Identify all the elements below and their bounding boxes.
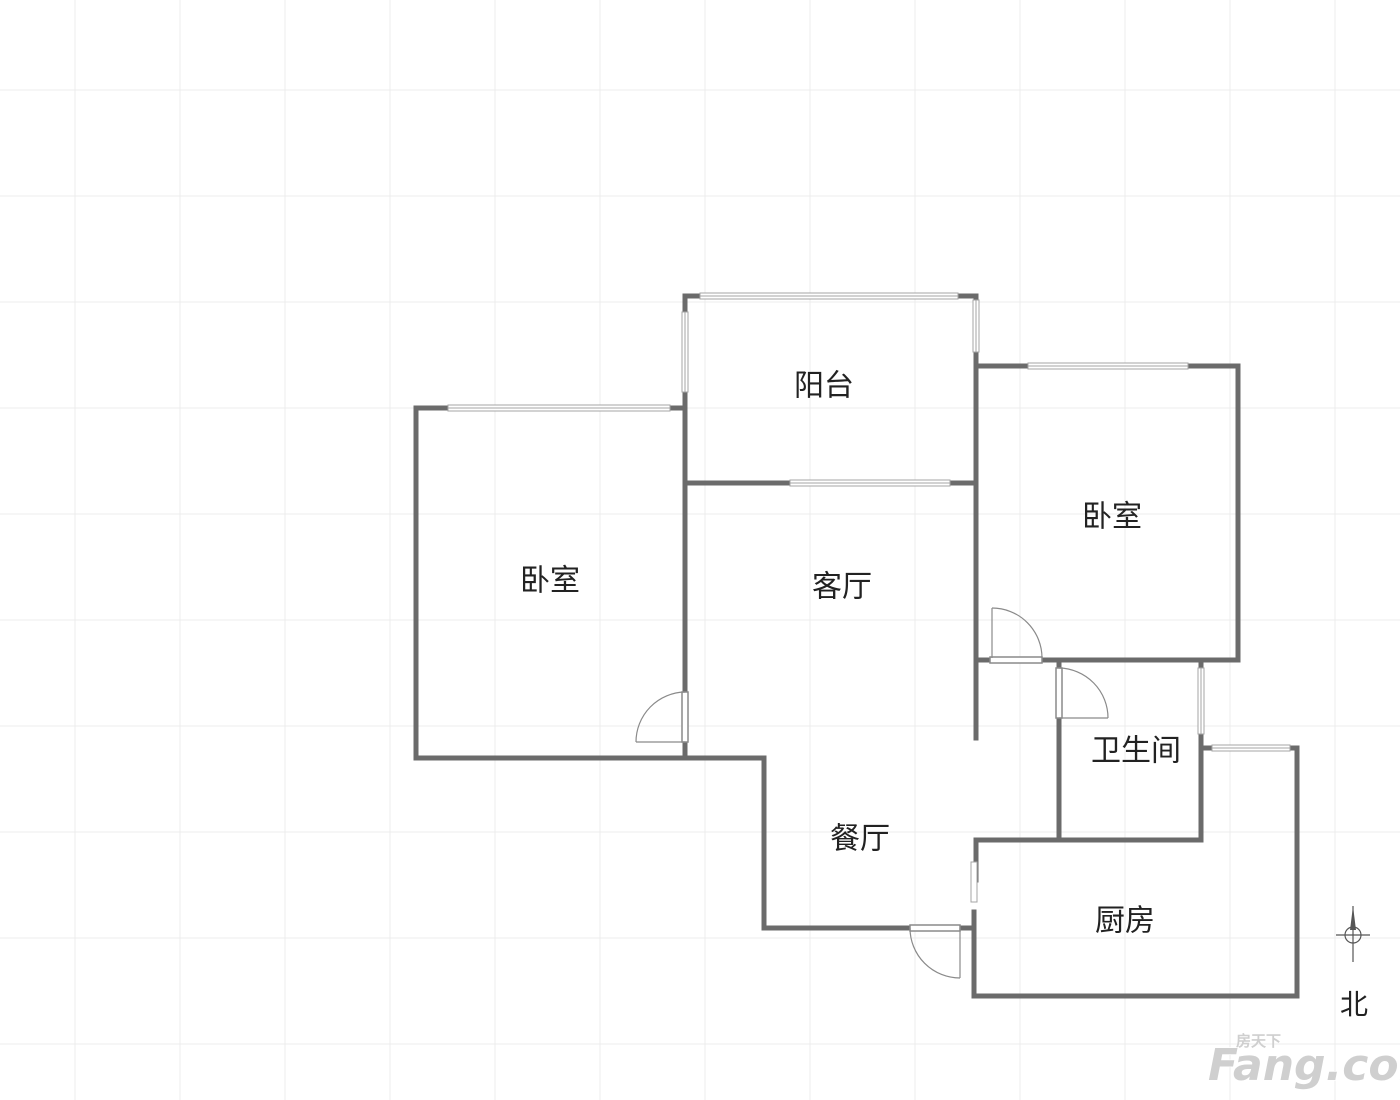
door-entrance bbox=[909, 924, 961, 979]
room-label-dining-room: 餐厅 bbox=[830, 822, 890, 857]
wall-kitchen bbox=[973, 837, 1204, 883]
room-label-bathroom: 卫生间 bbox=[1091, 734, 1181, 769]
doors bbox=[635, 607, 1109, 979]
north-label: 北 bbox=[1340, 988, 1368, 1021]
watermark-brand: Fang.com bbox=[1208, 1040, 1400, 1091]
room-label-bedroom-left: 卧室 bbox=[520, 564, 580, 599]
watermark-chinese: 房天下 bbox=[1236, 1032, 1281, 1050]
window-dining-kitchen bbox=[970, 861, 978, 903]
room-label-living-room: 客厅 bbox=[812, 570, 872, 605]
door-bedroom-right bbox=[989, 607, 1043, 664]
room-label-bedroom-right: 卧室 bbox=[1082, 500, 1142, 535]
windows bbox=[447, 292, 1291, 903]
door-bathroom bbox=[1055, 667, 1109, 719]
wall-kitchen-outer bbox=[971, 745, 1300, 999]
watermark-logo: 房天下 Fang.com bbox=[1207, 1032, 1400, 1092]
walls bbox=[413, 293, 1300, 999]
door-bedroom-left bbox=[635, 691, 689, 743]
room-label-balcony: 阳台 bbox=[794, 369, 854, 404]
compass-icon bbox=[1336, 906, 1370, 962]
room-label-kitchen: 厨房 bbox=[1095, 904, 1155, 939]
